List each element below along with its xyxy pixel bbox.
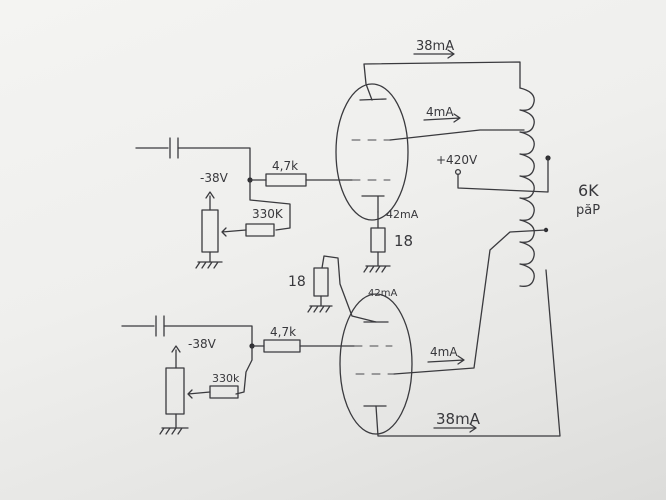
supply-terminal bbox=[454, 168, 462, 176]
arrow-top-plate-current bbox=[413, 49, 455, 59]
bottom-tube-envelope bbox=[339, 293, 413, 435]
label-grid-resistor-bottom: 4,7k bbox=[270, 325, 296, 339]
label-bias-resistor-bottom: 330k bbox=[212, 372, 240, 385]
label-bottom-cathode-current: 42mA bbox=[368, 288, 397, 299]
wire-bottom-plate bbox=[375, 269, 561, 437]
wire-top-cap-out bbox=[177, 147, 251, 181]
top-tube-cathode bbox=[361, 195, 385, 213]
label-top-screen-current: 4mA bbox=[426, 105, 454, 119]
label-cathode-resistor-top: 18 bbox=[394, 232, 413, 250]
label-supply-voltage: +420V bbox=[436, 153, 478, 167]
bottom-bias-resistor bbox=[209, 385, 239, 399]
top-tube-envelope bbox=[335, 83, 409, 221]
top-bias-resistor bbox=[245, 223, 275, 237]
top-tube bbox=[335, 83, 409, 221]
label-bias-resistor-top: 330K bbox=[252, 207, 284, 221]
output-transformer bbox=[519, 87, 551, 287]
label-top-plate-current: 38mA bbox=[416, 39, 454, 54]
top-pot-wiper bbox=[221, 227, 247, 237]
labels: 38mA 4mA 42mA 42mA 4mA 38mA +420V -38V -… bbox=[188, 39, 600, 428]
top-coupling-capacitor bbox=[169, 137, 179, 159]
wiring bbox=[121, 49, 561, 437]
wire-bottom-cap-out bbox=[163, 325, 253, 347]
bottom-bias-supply-arrow bbox=[171, 345, 181, 369]
bottom-pot-wiper bbox=[187, 389, 211, 399]
top-pot-ground bbox=[195, 251, 223, 269]
bottom-bias-potentiometer bbox=[165, 367, 185, 415]
label-bottom-plate-current: 38mA bbox=[436, 410, 481, 428]
label-bias-top: -38V bbox=[200, 171, 229, 185]
transformer-primary-coil bbox=[519, 87, 535, 287]
top-tube-plate bbox=[359, 98, 387, 101]
label-bottom-screen-current: 4mA bbox=[430, 345, 458, 359]
bottom-grid-resistor bbox=[263, 339, 301, 353]
wire-top-screen bbox=[389, 129, 525, 141]
wire-top-plate bbox=[363, 61, 521, 101]
wire-top-bias bbox=[249, 179, 291, 231]
top-cathode-resistor bbox=[370, 227, 386, 253]
top-cathode-ground bbox=[363, 251, 391, 273]
label-grid-resistor-top: 4,7k bbox=[272, 159, 298, 173]
top-bias-supply-arrow bbox=[205, 191, 215, 211]
bottom-coupling-capacitor bbox=[155, 315, 165, 337]
bottom-cathode-resistor bbox=[313, 267, 329, 297]
top-bias-potentiometer bbox=[201, 209, 219, 253]
wire-bottom-screen bbox=[393, 229, 547, 375]
label-top-cathode-current: 42mA bbox=[386, 208, 419, 221]
bottom-pot-ground bbox=[159, 413, 189, 435]
arrow-bottom-plate-current bbox=[433, 423, 477, 433]
arrow-top-screen-current bbox=[423, 113, 461, 123]
bottom-tube bbox=[339, 293, 413, 435]
wire-bottom-bias bbox=[235, 345, 253, 395]
wire-bottom-cathode bbox=[321, 255, 377, 323]
label-bias-bottom: -38V bbox=[188, 337, 217, 351]
arrow-bottom-screen-current bbox=[427, 355, 465, 365]
top-grid-resistor bbox=[265, 173, 307, 187]
label-cathode-resistor-bottom: 18 bbox=[288, 274, 306, 290]
label-transformer-type: păP bbox=[576, 203, 600, 218]
label-transformer-impedance: 6K bbox=[578, 181, 599, 200]
bottom-cathode-ground bbox=[307, 295, 333, 313]
wire-supply bbox=[457, 157, 549, 193]
